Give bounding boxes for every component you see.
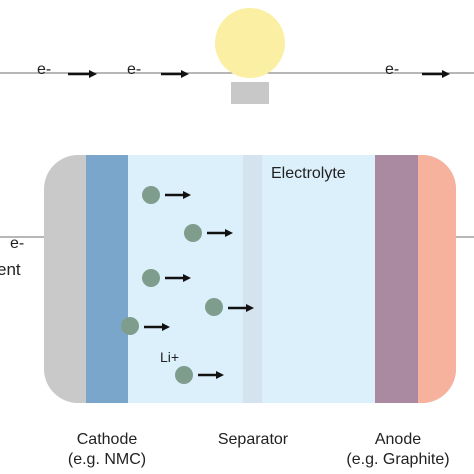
bulb-glass xyxy=(215,8,285,78)
cathode-material-label: (e.g. NMC) xyxy=(68,451,146,468)
lithium-ion-4 xyxy=(205,298,254,316)
cathode-label: Cathode xyxy=(77,431,138,448)
electron-label-1: e- xyxy=(37,61,51,78)
anode-layer xyxy=(375,155,418,403)
cathode-layer xyxy=(86,155,128,403)
separator-label: Separator xyxy=(218,431,289,448)
lithium-ion-5 xyxy=(121,317,170,335)
lithium-ion-3 xyxy=(142,269,191,287)
electron-arrow-1 xyxy=(68,70,97,78)
light-bulb-icon xyxy=(215,8,285,104)
lithium-ion-2 xyxy=(184,224,233,242)
electrolyte-region xyxy=(86,155,378,403)
electrolyte-label: Electrolyte xyxy=(271,165,346,182)
electron-arrow-2 xyxy=(161,70,189,78)
separator-layer xyxy=(243,155,262,403)
electron-arrow-3 xyxy=(422,70,450,78)
anode-label: Anode xyxy=(375,431,421,448)
battery-cell xyxy=(44,155,456,403)
anode-material-label: (e.g. Graphite) xyxy=(346,451,449,468)
partial-left-label: ent xyxy=(0,260,21,279)
ion-label: Li+ xyxy=(160,349,179,365)
lithium-ion-1 xyxy=(142,186,191,204)
electron-label-left: e- xyxy=(10,235,24,252)
anode-current-collector xyxy=(418,155,456,403)
bulb-base xyxy=(231,82,269,104)
electron-label-3: e- xyxy=(385,61,399,78)
electron-label-2: e- xyxy=(127,61,141,78)
lithium-ion-6 xyxy=(175,366,224,384)
